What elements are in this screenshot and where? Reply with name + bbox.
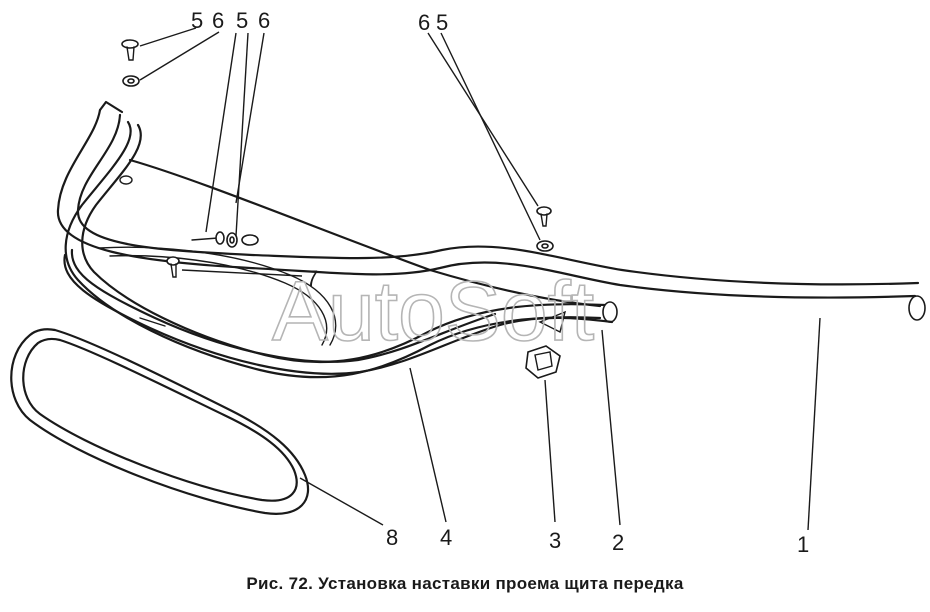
leader-lines xyxy=(139,27,821,531)
callout-1: 1 xyxy=(797,532,809,557)
callout-5-top-right: 5 xyxy=(436,10,448,35)
part-3-clip xyxy=(525,345,561,379)
callout-labels: 5 6 5 6 6 5 7 8 4 3 2 1 xyxy=(191,8,809,557)
screw-top-left xyxy=(121,39,139,61)
figure-caption: Рис. 72. Установка наставки проема щита … xyxy=(246,574,684,593)
callout-5-top-center: 5 xyxy=(236,8,248,33)
washer-right xyxy=(536,240,554,252)
callout-5-top-left: 5 xyxy=(191,8,203,33)
part-4-panel-extension xyxy=(64,120,618,379)
watermark-text: AutoSoft xyxy=(272,264,594,358)
washer-top-left xyxy=(122,75,140,87)
screw-right xyxy=(536,206,552,227)
callout-8: 8 xyxy=(386,525,398,550)
callout-4: 4 xyxy=(440,525,452,550)
callout-6-top-center: 6 xyxy=(258,8,270,33)
callout-6-top-right: 6 xyxy=(418,10,430,35)
callout-2: 2 xyxy=(612,530,624,555)
callout-6-top-left: 6 xyxy=(212,8,224,33)
part-2-inner-seal xyxy=(63,248,614,375)
screw-center-assembly xyxy=(191,231,259,248)
callout-7: 7 xyxy=(306,266,318,291)
part-8-gasket xyxy=(10,328,310,515)
screw-7 xyxy=(166,256,180,278)
callout-3: 3 xyxy=(549,528,561,553)
